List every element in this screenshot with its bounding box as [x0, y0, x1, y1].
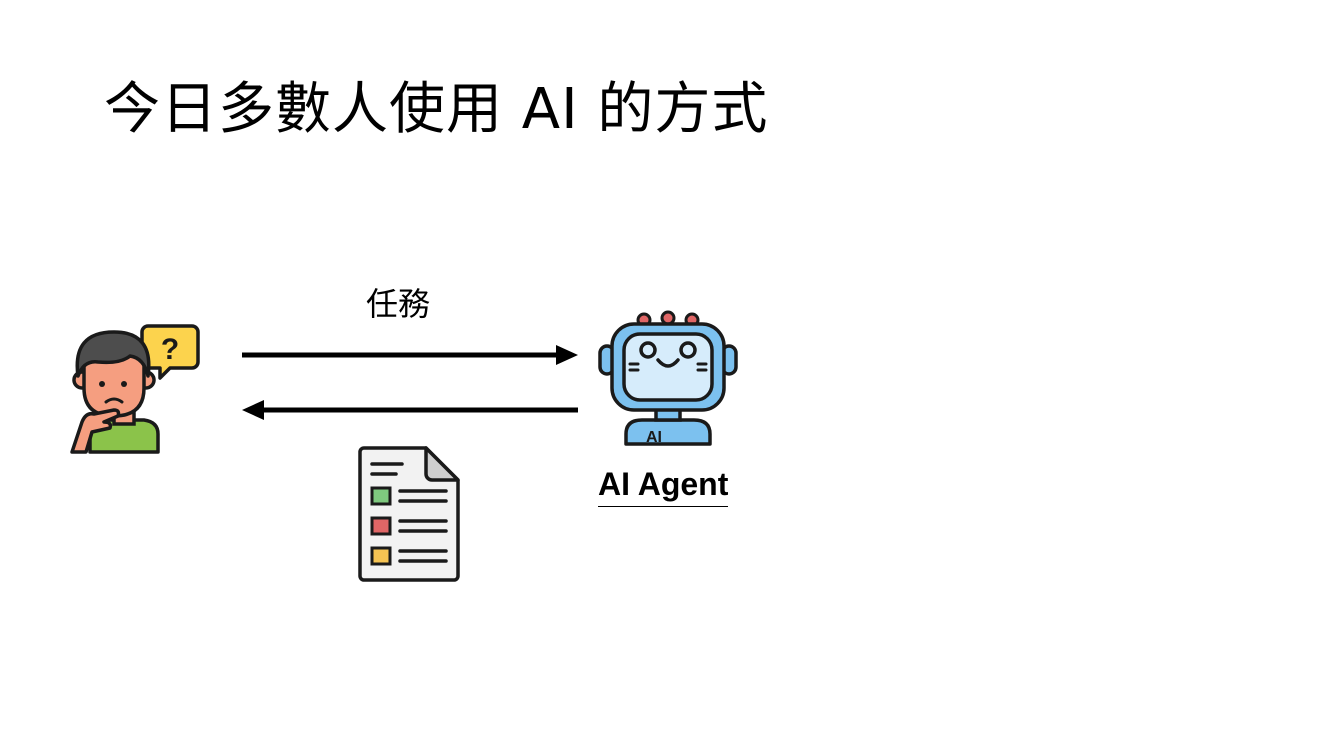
robot-icon: AI [598, 310, 738, 446]
arrow-left [242, 400, 578, 420]
task-label: 任務 [366, 285, 431, 323]
question-bubble-icon: ? [140, 324, 200, 380]
robot-badge: AI [646, 429, 662, 446]
document-checklist-icon [358, 446, 460, 582]
agent-label: AI Agent [598, 462, 729, 507]
slide-title: 今日多數人使用 AI 的方式 [104, 77, 769, 142]
question-mark: ? [161, 333, 179, 366]
arrow-right [242, 345, 578, 365]
thinking-user-icon: ? [70, 324, 200, 454]
